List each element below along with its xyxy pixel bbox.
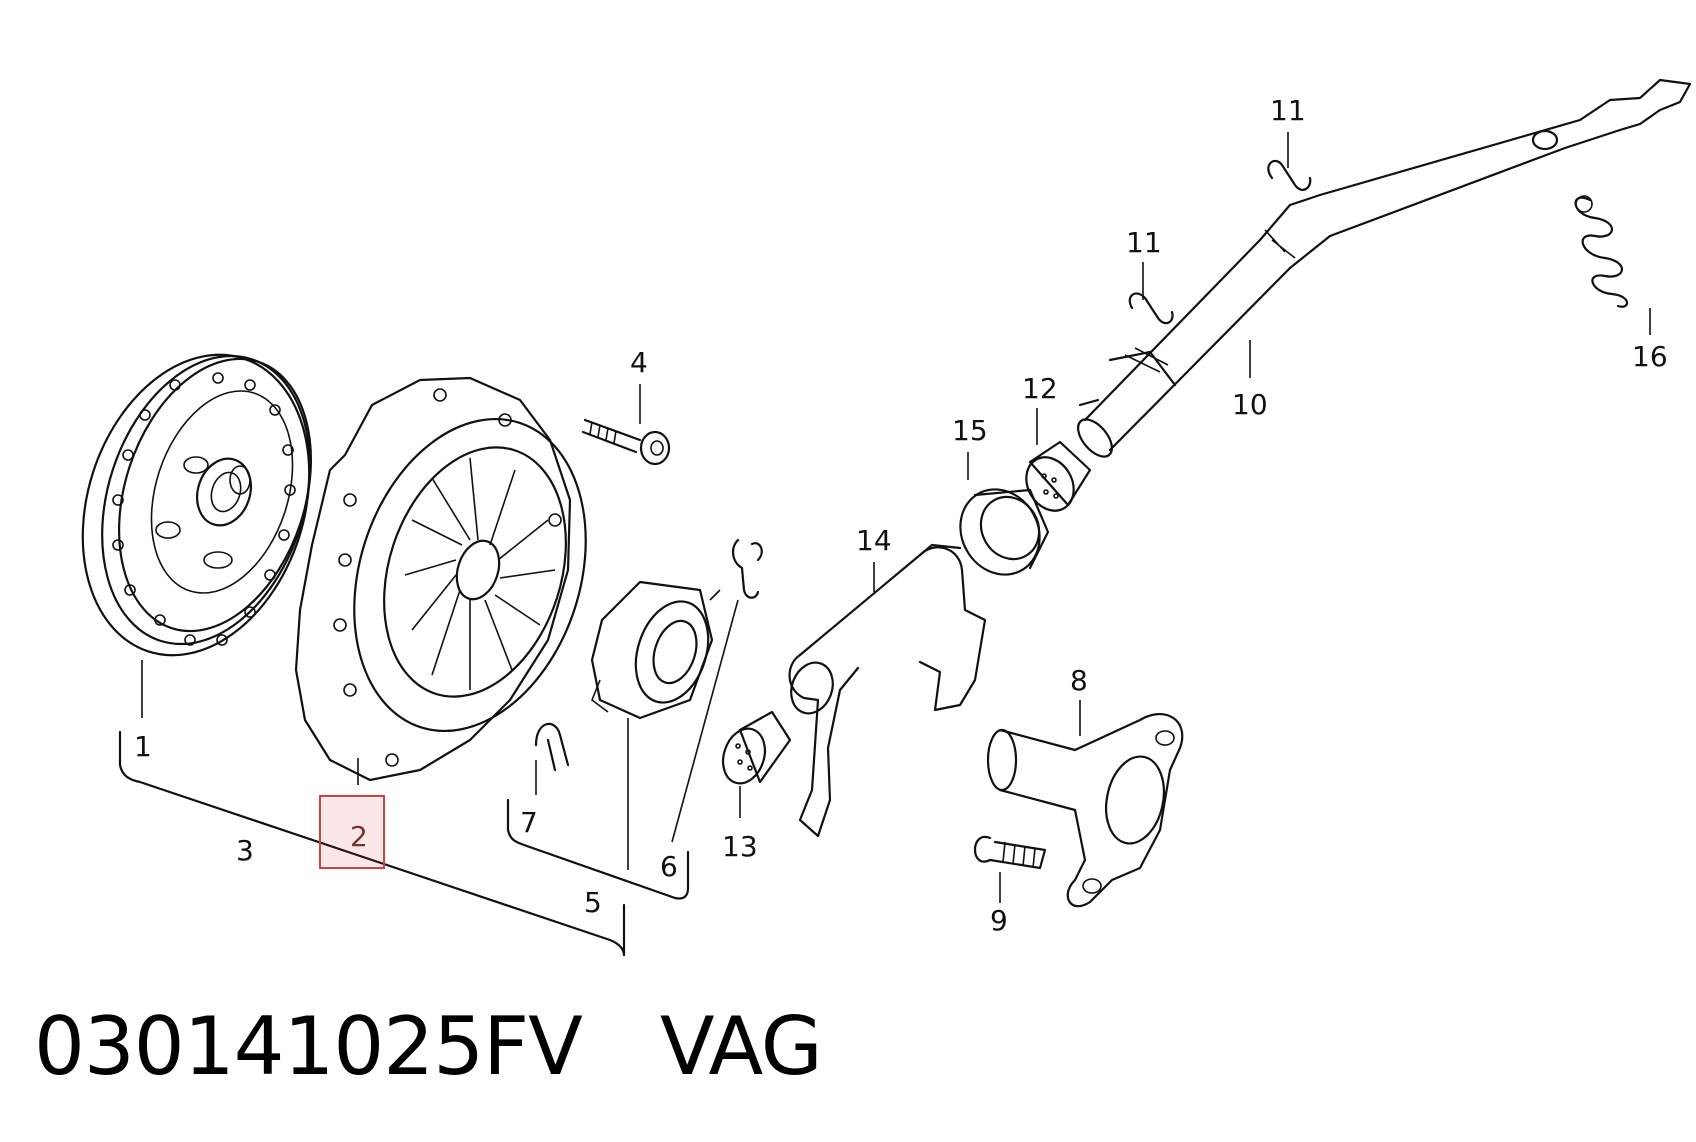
part-bushing-13: [722, 710, 792, 785]
part-clip-7: [534, 723, 570, 772]
callout-8: 8: [1070, 664, 1088, 697]
callout-13: 13: [722, 830, 758, 863]
callout-labels: 1 2 3 4 5 6 7 8 9 10 11 11 12 13 14 15 1…: [134, 94, 1668, 937]
callout-9: 9: [990, 904, 1008, 937]
callout-15: 15: [952, 414, 988, 447]
part-release-bearing: [590, 580, 721, 720]
callout-11a: 11: [1270, 94, 1306, 127]
part-release-shaft-14: [788, 543, 987, 838]
group-brackets: [118, 730, 690, 957]
callout-6: 6: [660, 850, 678, 883]
callout-16: 16: [1632, 340, 1668, 373]
part-spring-16: [1574, 195, 1629, 308]
part-clip-6: [732, 538, 763, 599]
callout-14: 14: [856, 524, 892, 557]
part-circlip-11b: [1128, 292, 1174, 325]
part-number: 030141025FV: [34, 1000, 583, 1093]
callout-11b: 11: [1126, 226, 1162, 259]
part-screw-9: [973, 835, 1047, 870]
highlight-box: [319, 795, 385, 869]
part-bushing-12: [1025, 440, 1092, 512]
callout-4: 4: [630, 346, 648, 379]
part-bolt-4: [581, 418, 671, 466]
part-number-caption: 030141025FV VAG: [34, 1000, 823, 1093]
callout-5: 5: [584, 886, 602, 919]
part-pressure-plate: [294, 376, 587, 782]
part-seal-15: [959, 488, 1050, 576]
callout-3: 3: [236, 834, 254, 867]
callout-2: 2: [350, 820, 368, 853]
callout-7: 7: [520, 806, 538, 839]
callout-10: 10: [1232, 388, 1268, 421]
part-shaft-lever-10: [1077, 78, 1692, 458]
callout-1: 1: [134, 730, 152, 763]
brand-name: VAG: [659, 1000, 823, 1093]
part-clutch-disc: [81, 353, 313, 657]
part-circlip-11a: [1267, 159, 1312, 191]
part-guide-sleeve-8: [986, 713, 1184, 908]
leader-lines: [141, 132, 1651, 903]
highlight-fill: [322, 798, 382, 866]
callout-12: 12: [1022, 372, 1058, 405]
